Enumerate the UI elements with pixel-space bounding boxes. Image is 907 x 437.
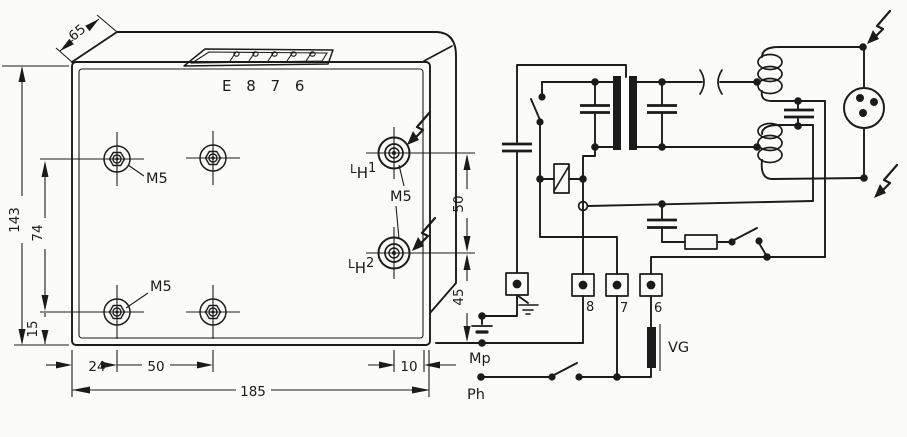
wire	[587, 200, 814, 207]
capacitor	[784, 100, 814, 127]
terminal-strip	[183, 48, 334, 67]
case-drawing: E 8 7 6 M5 M5 M5 LH1 LH2	[71, 31, 457, 346]
dim-depth: 65	[59, 18, 100, 52]
terminal-strip-contacts	[229, 51, 316, 62]
hv-terminal-label-lh1: LH1	[350, 161, 376, 182]
ignition-transformer	[613, 76, 637, 150]
wire	[582, 146, 596, 275]
ph-label: Ph	[467, 387, 485, 403]
thread-label-m5: M5	[390, 189, 412, 205]
lh2-n: 2	[366, 256, 374, 271]
thread-label-m5: M5	[150, 279, 172, 295]
hv-terminal-label-lh2: LH2	[348, 256, 374, 277]
lh1-l: L	[350, 162, 357, 176]
thread-label-m5: M5	[146, 171, 168, 187]
leader-line	[395, 205, 400, 240]
ph-terminal: Ph	[467, 362, 652, 403]
mp-terminal: Mp	[469, 295, 518, 367]
mounting-hole	[185, 284, 241, 340]
mounting-hole	[89, 284, 145, 340]
lh1-n: 1	[368, 161, 376, 176]
mounting-hole	[89, 131, 145, 187]
wire	[516, 64, 627, 143]
wire	[539, 121, 618, 275]
connector-point	[577, 200, 589, 212]
dim-width: 185	[72, 384, 430, 400]
dim-height-label: 143	[7, 207, 23, 233]
electrode-cap	[843, 46, 885, 179]
dim-width-label: 185	[240, 384, 266, 400]
switch	[728, 227, 767, 256]
dim-hv-spacing-label: 50	[451, 195, 467, 212]
dim-left-offset: 24	[46, 359, 117, 375]
ignition-coil-2	[757, 122, 864, 180]
dim-bottom-offset: 15	[25, 313, 49, 344]
dim-hv-spacing: 50	[451, 154, 471, 252]
vg-element: VG	[647, 295, 689, 371]
lh1-h: H	[357, 164, 368, 182]
terminal-box-earth	[505, 272, 539, 315]
circuit-schematic: 8 7 6 Mp	[435, 9, 899, 403]
dim-hv-bottom-label: 45	[451, 288, 467, 305]
lh2-l: L	[348, 257, 355, 271]
resistor	[684, 234, 718, 250]
capacitor	[647, 203, 677, 243]
junction-dots	[536, 43, 868, 381]
high-voltage-bolt-icon	[872, 163, 899, 200]
earth-ground-icon	[518, 304, 539, 315]
mp-label: Mp	[469, 351, 491, 367]
wire	[650, 256, 826, 275]
ground-icon	[471, 325, 493, 334]
switch	[530, 81, 546, 126]
mounting-hole	[185, 130, 241, 186]
control-relay	[539, 163, 584, 194]
dim-hv-bottom: 45	[451, 254, 471, 342]
dim-hole-spacing-h: 50	[117, 359, 213, 375]
dim-hole-spacing-v-label: 74	[30, 224, 46, 241]
dim-hv-right-label: 10	[400, 359, 417, 375]
capacitor	[647, 81, 677, 148]
leader-line	[125, 292, 149, 309]
dim-hv-right: 10	[368, 359, 456, 375]
leader-line	[127, 164, 145, 177]
capacitor	[502, 142, 532, 153]
device-type-label: E 8 7 6	[222, 77, 309, 95]
terminal-7-label: 7	[620, 301, 628, 316]
leader-line	[398, 164, 405, 187]
lh2-h: H	[355, 259, 366, 277]
high-voltage-bolt-icon	[865, 9, 892, 46]
spark-gap	[699, 69, 723, 95]
high-voltage-bolt-icon	[405, 110, 432, 147]
vg-label: VG	[668, 340, 689, 356]
dim-hole-spacing-h-label: 50	[147, 359, 164, 375]
terminal-6-label: 6	[654, 301, 662, 316]
terminal-8-label: 8	[586, 300, 594, 315]
hv-terminal-lh2	[365, 226, 423, 280]
dim-bottom-offset-label: 15	[25, 320, 41, 337]
dim-height: 143	[7, 66, 26, 345]
ignition-coil-1	[757, 46, 864, 102]
capacitor	[580, 81, 610, 148]
dim-hole-spacing-v: 74	[30, 161, 49, 311]
switch	[548, 362, 583, 381]
